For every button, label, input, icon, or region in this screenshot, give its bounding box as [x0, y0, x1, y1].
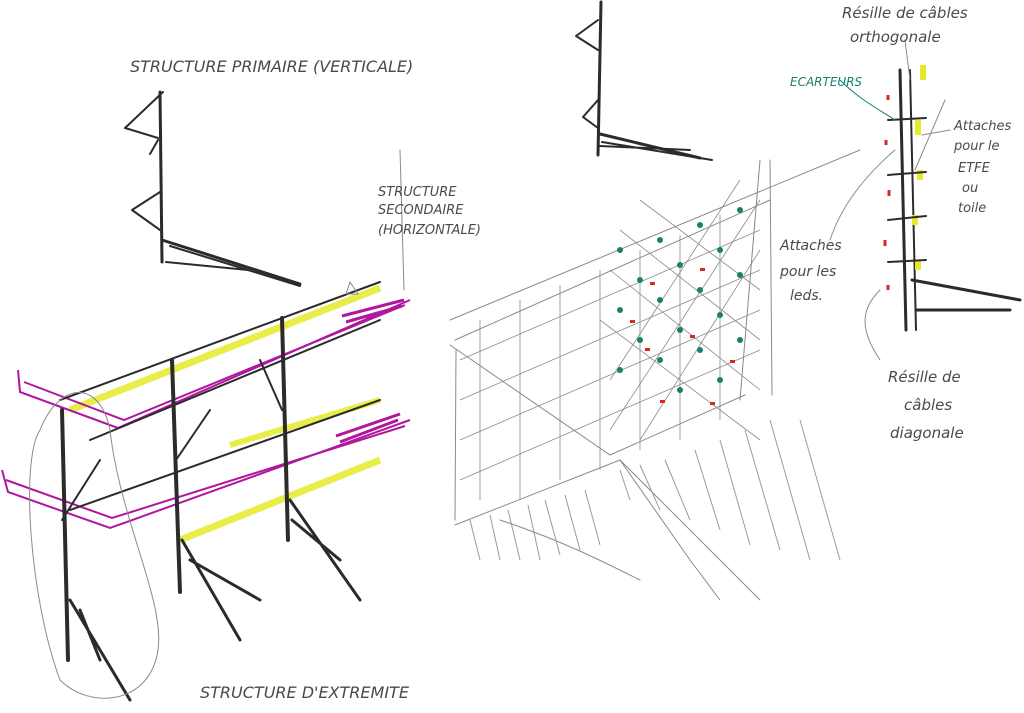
label-etfe-1: Attaches: [953, 119, 1011, 134]
label-diagonal-net-1: Résille de: [888, 368, 961, 386]
label-spacers: ECARTEURS: [790, 75, 863, 89]
label-secondary-structure-2: SECONDAIRE: [378, 203, 464, 218]
label-etfe-2: pour le: [953, 139, 1000, 154]
label-leds-3: leds.: [790, 288, 823, 304]
label-leds-2: pour les: [779, 264, 836, 280]
label-etfe-4: ou: [962, 181, 978, 196]
spacer-detail: [829, 39, 1022, 361]
label-secondary-structure-3: (HORIZONTALE): [378, 223, 481, 238]
primary-structure-detail: [124, 90, 302, 287]
cable-net-perspective: [449, 149, 861, 601]
label-orthogonal-net-1: Résille de câbles: [842, 4, 968, 22]
label-diagonal-net-2: câbles: [904, 396, 952, 414]
label-primary-structure: STRUCTURE PRIMAIRE (VERTICALE): [130, 57, 413, 76]
label-orthogonal-net-2: orthogonale: [850, 28, 941, 46]
label-leds-1: Attaches: [779, 238, 842, 254]
label-diagonal-net-3: diagonale: [890, 424, 964, 442]
label-etfe-5: toile: [958, 201, 986, 216]
label-secondary-structure-1: STRUCTURE: [378, 185, 457, 200]
frame-perspective: [1, 149, 411, 702]
label-etfe-3: ETFE: [958, 161, 991, 176]
primary-structure-detail-2: [575, 0, 713, 161]
label-end-structure: STRUCTURE D'EXTREMITE: [200, 683, 410, 702]
